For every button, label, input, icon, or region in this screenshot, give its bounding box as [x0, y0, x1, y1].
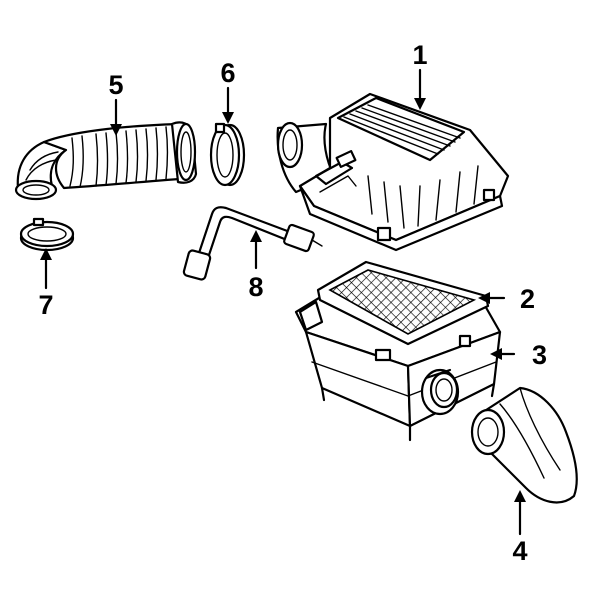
callout-5: 5 [108, 70, 123, 100]
callout-leaders [40, 68, 526, 536]
callout-7: 7 [38, 290, 53, 320]
callout-1: 1 [412, 40, 427, 70]
callout-2: 2 [520, 284, 535, 314]
air-cleaner-cover-drawing [276, 92, 510, 252]
callout-8: 8 [248, 272, 263, 302]
air-intake-hose-drawing [14, 121, 198, 201]
intake-duct-drawing [470, 386, 578, 504]
callout-6: 6 [220, 58, 235, 88]
hose-clamp-upper-drawing [209, 122, 246, 187]
breather-tube-drawing [182, 206, 323, 281]
air-filter-drawing [316, 260, 490, 346]
callout-3: 3 [532, 340, 547, 370]
callout-4: 4 [512, 536, 527, 566]
hose-clamp-lower-drawing [19, 217, 75, 252]
